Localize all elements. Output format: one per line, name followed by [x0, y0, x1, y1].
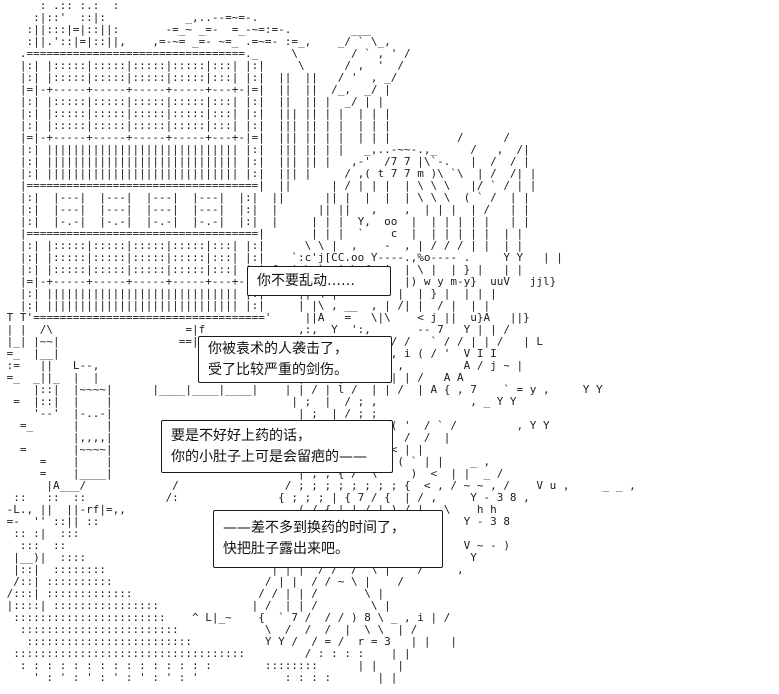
dialogue-line: 受了比较严重的剑伤。 [208, 361, 348, 378]
dialogue-box-2: 你被袁术的人袭击了， 受了比较严重的剑伤。 [198, 336, 392, 383]
dialogue-line: 快把肚子露出来吧。 [223, 541, 349, 557]
dialogue-line: 要是不好好上药的话， [171, 427, 311, 444]
dialogue-box-1: 你不要乱动…… [247, 266, 391, 296]
dialogue-line: ——差不多到换药的时间了， [223, 520, 405, 536]
dialogue-line: 你不要乱动…… [257, 272, 355, 289]
dialogue-line: 你的小肚子上可是会留疤的—— [171, 448, 367, 465]
dialogue-box-4: ——差不多到换药的时间了， 快把肚子露出来吧。 [213, 510, 443, 568]
dialogue-line: 你被袁术的人袭击了， [208, 340, 348, 357]
dialogue-box-3: 要是不好好上药的话， 你的小肚子上可是会留疤的—— [161, 420, 393, 473]
